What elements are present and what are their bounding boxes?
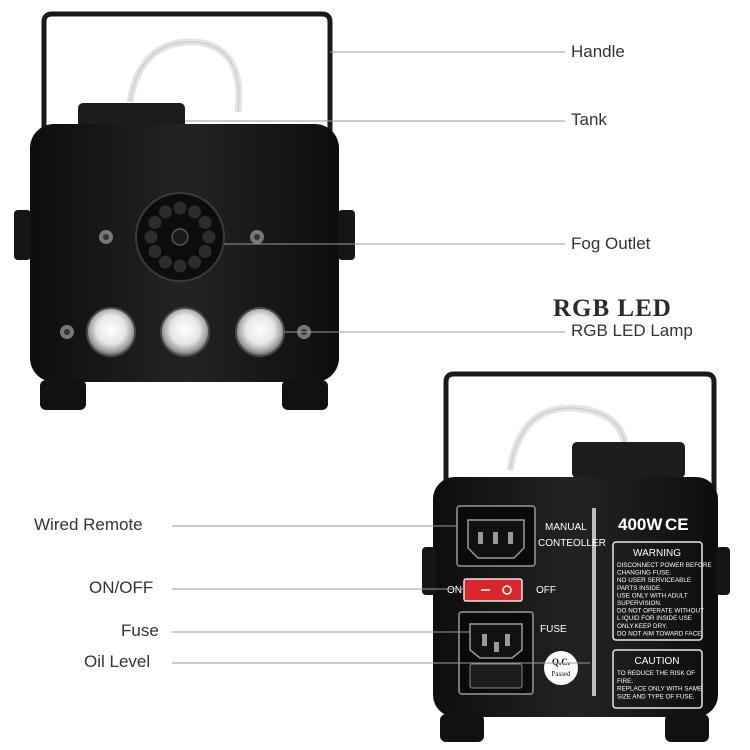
manual-controller-label-1: MANUAL	[545, 522, 587, 533]
warning-line: CHANGING FUSE.	[617, 570, 671, 577]
warning-line: NO USER SERVICEABLE	[617, 577, 691, 584]
fog-outlet-hole	[148, 245, 162, 258]
caution-box	[612, 649, 703, 709]
front-handle	[41, 11, 333, 140]
fuse-drawer[interactable]	[469, 663, 523, 689]
fog-outlet-hole	[198, 245, 212, 258]
warning-line: USE ONLY WITH ADULT	[617, 592, 688, 599]
rgb-led-lamp	[86, 307, 136, 357]
warning-line: L IQUID FOR INSIDE USE	[617, 615, 692, 622]
callout-wired-remote: Wired Remote	[34, 515, 143, 534]
back-foot-left	[440, 714, 484, 742]
switch-off-label: OFF	[536, 585, 556, 596]
rgb-led-lamp	[160, 307, 210, 357]
warning-title: WARNING	[633, 548, 681, 559]
back-handle	[443, 371, 717, 500]
front-foot-left	[40, 380, 86, 410]
caution-line: TO REDUCE THE RISK OF	[617, 670, 695, 677]
qc-passed-sticker	[544, 651, 578, 685]
front-right-knob	[338, 210, 355, 260]
callout-tank: Tank	[571, 110, 607, 129]
fog-outlet-hole	[173, 201, 187, 215]
front-left-knob	[14, 210, 31, 260]
callout-handle: Handle	[571, 42, 625, 61]
front-fog-outlet-holes	[144, 201, 216, 273]
power-rating: 400W	[618, 515, 663, 534]
warning-line: DO NOT OPERATE WITHOUT	[617, 608, 704, 615]
callout-oil-level: Oil Level	[84, 652, 151, 671]
fog-outlet-hole	[198, 216, 212, 229]
warning-line: ONLY.KEEP DRY.	[617, 623, 667, 630]
front-fog-nozzle	[171, 228, 189, 246]
manual-controller-label-2: CONTEOLLER	[538, 538, 606, 549]
switch-on-label: ON	[447, 585, 462, 596]
caution-line: SIZE AND TYPE OF FUSE.	[617, 693, 695, 700]
warning-line: DISCONNECT POWER BEFORE	[617, 562, 712, 569]
qc-label: Q.C.	[552, 657, 570, 667]
leader-lines	[172, 51, 590, 664]
fog-outlet-hole	[202, 230, 216, 244]
back-left-knob	[422, 547, 436, 595]
rgb-led-lamp	[235, 307, 285, 357]
callout-rgb-led-lamp: RGB LED Lamp	[571, 321, 693, 340]
front-tank	[78, 103, 185, 130]
ce-mark: CE	[665, 515, 689, 534]
warning-line: DO NOT AIM TOWARD FACE.	[617, 630, 703, 637]
warning-line: PARTS INSIDE.	[617, 585, 662, 592]
back-view: MANUAL CONTEOLLER ON OFF FUSE Q.C. Passe…	[422, 371, 730, 742]
warning-line: SUPERVISION.	[617, 600, 662, 607]
front-view	[14, 11, 355, 410]
fog-outlet-hole	[173, 259, 187, 273]
fog-outlet-hole	[188, 205, 201, 219]
fog-outlet-hole	[159, 205, 172, 219]
front-screws	[60, 230, 311, 339]
callout-fog-outlet: Fog Outlet	[571, 234, 651, 253]
fog-outlet-hole	[144, 230, 158, 244]
callout-on-off: ON/OFF	[89, 578, 154, 597]
back-right-knob	[716, 547, 730, 595]
fuse-label: FUSE	[540, 624, 567, 635]
callout-rgb-led-title: RGB LED	[553, 295, 672, 322]
front-foot-right	[282, 380, 328, 410]
warning-box	[612, 541, 703, 641]
back-foot-right	[665, 714, 709, 742]
fog-outlet-hole	[188, 255, 201, 269]
caution-line: REPLACE ONLY WITH SAME	[617, 686, 702, 693]
front-rgb-leds	[86, 307, 285, 357]
power-switch[interactable]	[463, 578, 523, 602]
caution-line: FIRE.	[617, 678, 633, 685]
back-tank	[572, 442, 685, 478]
back-divider	[592, 508, 596, 696]
callout-fuse: Fuse	[121, 621, 159, 640]
caution-title: CAUTION	[635, 656, 680, 667]
fog-outlet-hole	[148, 216, 162, 229]
fog-outlet-hole	[159, 255, 172, 269]
qc-passed-label: Passed	[551, 670, 571, 678]
